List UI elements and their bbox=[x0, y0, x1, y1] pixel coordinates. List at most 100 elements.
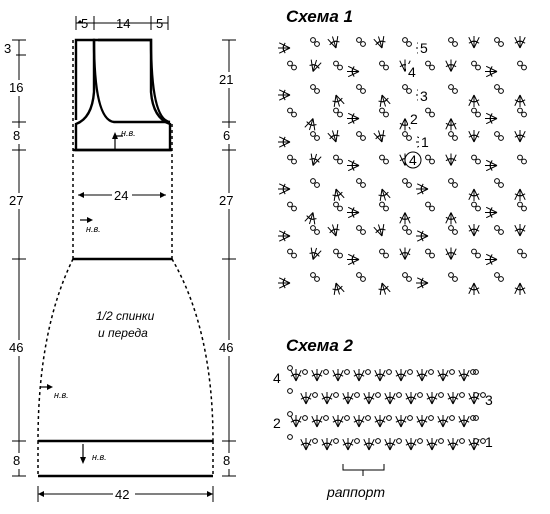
stitch-fan-icon bbox=[278, 89, 291, 101]
chain-stitch-icon bbox=[344, 369, 350, 375]
chain-stitch-icon bbox=[310, 178, 316, 184]
scheme2-title: Схема 2 bbox=[286, 336, 354, 355]
chain-stitch-icon bbox=[356, 272, 362, 278]
chain-stitch-icon bbox=[310, 131, 316, 137]
scheme2-row-number: 4 bbox=[273, 370, 281, 386]
direction-label: н.в. bbox=[92, 452, 107, 462]
chain-stitch-icon bbox=[448, 84, 454, 90]
chain-stitch-icon bbox=[333, 60, 339, 67]
stitch-fan-icon bbox=[514, 130, 526, 143]
chain-stitch-icon bbox=[379, 201, 385, 208]
chain-stitch-icon bbox=[428, 415, 434, 421]
stitch-fan-icon bbox=[332, 188, 345, 201]
chain-stitch-icon bbox=[337, 64, 343, 71]
chain-stitch-icon bbox=[429, 158, 435, 165]
stitch-fan-icon bbox=[468, 224, 480, 237]
dim-right-3: 46 bbox=[219, 340, 233, 355]
stitch-fan-icon bbox=[278, 183, 291, 195]
stitch-fan-icon bbox=[485, 206, 498, 219]
garment-schematic bbox=[12, 16, 236, 502]
stitch-fan-icon bbox=[416, 415, 428, 428]
stitch-fan-icon bbox=[300, 392, 312, 405]
scheme1-row-number: 3 bbox=[420, 88, 428, 104]
direction-label: н.в. bbox=[86, 224, 101, 234]
chain-stitch-icon bbox=[323, 415, 329, 421]
chain-stitch-icon bbox=[521, 111, 527, 118]
stitch-fan-icon bbox=[342, 392, 354, 405]
left-height-labels: 3 16 8 27 46 8 bbox=[2, 41, 30, 469]
chain-stitch-icon bbox=[356, 131, 362, 137]
chain-stitch-icon bbox=[287, 154, 293, 161]
stitch-fan-icon bbox=[485, 159, 498, 172]
stitch-fan-icon bbox=[304, 118, 317, 131]
stitch-fan-icon bbox=[304, 212, 317, 225]
stitch-fan-icon bbox=[485, 112, 498, 125]
chain-stitch-icon bbox=[448, 178, 454, 184]
chain-stitch-icon bbox=[517, 107, 523, 114]
chain-stitch-icon bbox=[333, 201, 339, 208]
chain-stitch-icon bbox=[448, 37, 454, 43]
chain-stitch-icon bbox=[287, 434, 293, 440]
chain-stitch-icon bbox=[337, 158, 343, 165]
chain-stitch-icon bbox=[402, 84, 408, 90]
chain-stitch-icon bbox=[498, 182, 504, 188]
chain-stitch-icon bbox=[425, 107, 431, 114]
stitch-fan-icon bbox=[445, 212, 457, 225]
stitch-fan-icon bbox=[290, 369, 302, 382]
stitch-fan-icon bbox=[416, 183, 429, 195]
chain-stitch-icon bbox=[386, 369, 392, 375]
chain-stitch-icon bbox=[287, 365, 293, 371]
chain-stitch-icon bbox=[452, 135, 458, 141]
chain-stitch-icon bbox=[337, 252, 343, 259]
chain-stitch-icon bbox=[356, 178, 362, 184]
chain-stitch-icon bbox=[475, 252, 481, 259]
chain-stitch-icon bbox=[302, 415, 308, 421]
chain-stitch-icon bbox=[383, 205, 389, 212]
chain-stitch-icon bbox=[396, 392, 402, 398]
stitch-fan-icon bbox=[363, 438, 375, 451]
chain-stitch-icon bbox=[337, 111, 343, 118]
stitch-fan-icon bbox=[327, 36, 340, 49]
stitch-fan-icon bbox=[426, 392, 438, 405]
stitch-fan-icon bbox=[278, 277, 291, 289]
chain-stitch-icon bbox=[291, 64, 297, 71]
chain-stitch-icon bbox=[287, 107, 293, 114]
chain-stitch-icon bbox=[312, 438, 318, 444]
scheme1-row-number: 5 bbox=[420, 40, 428, 56]
chain-stitch-icon bbox=[406, 135, 412, 141]
stitch-fan-icon bbox=[445, 247, 457, 260]
scheme1-row-number: 4 bbox=[408, 64, 416, 80]
chain-stitch-icon bbox=[379, 154, 385, 161]
chain-stitch-icon bbox=[494, 84, 500, 90]
chain-stitch-icon bbox=[360, 182, 366, 188]
chain-stitch-icon bbox=[333, 438, 339, 444]
stitch-fan-icon bbox=[373, 224, 386, 237]
chain-stitch-icon bbox=[406, 276, 412, 282]
stitch-fan-icon bbox=[373, 130, 386, 143]
chain-stitch-icon bbox=[494, 272, 500, 278]
dim-left-2: 8 bbox=[13, 128, 20, 143]
chain-stitch-icon bbox=[429, 64, 435, 71]
chain-stitch-icon bbox=[480, 438, 486, 444]
stitch-fan-icon bbox=[332, 369, 344, 382]
dim-top-right: 5 bbox=[156, 16, 163, 31]
chain-stitch-icon bbox=[287, 411, 293, 417]
chain-stitch-icon bbox=[365, 415, 371, 421]
stitch-fan-icon bbox=[347, 112, 360, 125]
stitch-fan-icon bbox=[395, 369, 407, 382]
stitch-fan-icon bbox=[311, 415, 323, 428]
dim-right-2: 27 bbox=[219, 193, 233, 208]
stitch-fan-icon bbox=[447, 438, 459, 451]
scheme1-row-number: 2 bbox=[410, 111, 418, 127]
chain-stitch-icon bbox=[494, 178, 500, 184]
dim-top-mid: 14 bbox=[116, 16, 130, 31]
chain-stitch-icon bbox=[498, 41, 504, 47]
chain-stitch-icon bbox=[517, 248, 523, 255]
dim-left-0: 3 bbox=[4, 41, 11, 56]
chain-stitch-icon bbox=[354, 392, 360, 398]
chain-stitch-icon bbox=[471, 107, 477, 114]
dim-left-3: 27 bbox=[9, 193, 23, 208]
stitch-fan-icon bbox=[405, 438, 417, 451]
chain-stitch-icon bbox=[291, 158, 297, 165]
chain-stitch-icon bbox=[517, 201, 523, 208]
